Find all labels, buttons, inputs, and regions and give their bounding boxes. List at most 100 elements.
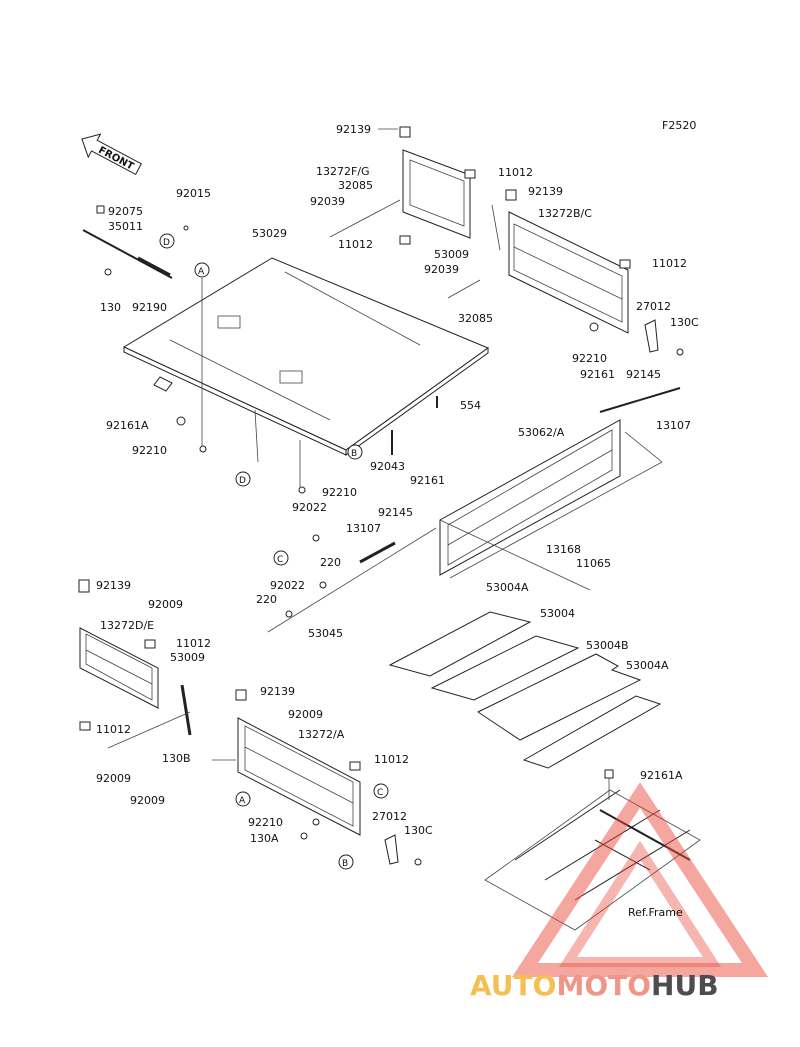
washer-icon (298, 486, 306, 494)
part-label: 13272/A (298, 728, 345, 741)
watermark-part-moto: MOTO (556, 969, 651, 1002)
part-label: 220 (320, 556, 341, 569)
svg-text:D: D (239, 476, 246, 486)
svg-text:C: C (277, 555, 283, 565)
part-label: 27012 (636, 300, 671, 313)
part-label: 130 (100, 301, 121, 314)
part-label: 130C (404, 824, 433, 837)
part-label: 92039 (310, 195, 345, 208)
side-rail-lower (212, 689, 422, 866)
part-label: 92139 (336, 123, 371, 136)
part-label: 53029 (252, 227, 287, 240)
ref-frame-label: Ref.Frame (628, 906, 683, 919)
part-label: 92145 (378, 506, 413, 519)
part-label: 53009 (170, 651, 205, 664)
part-label: 92009 (288, 708, 323, 721)
part-labels: 92139 13272F/G 32085 92039 11012 11012 9… (96, 123, 699, 919)
part-label: 92161A (106, 419, 149, 432)
part-label: 130A (250, 832, 279, 845)
svg-text:B: B (351, 449, 357, 459)
washer-icon (199, 445, 207, 453)
part-label: 13168 (546, 543, 581, 556)
rear-gate (439, 387, 681, 591)
part-label: 92075 (108, 205, 143, 218)
callout-c-2: C (373, 783, 389, 799)
part-label: 53004A (486, 581, 529, 594)
part-label: 11012 (176, 637, 211, 650)
part-label: 92161 (580, 368, 615, 381)
bolt-icon (183, 225, 189, 231)
part-label: 11012 (498, 166, 533, 179)
bed-mats (388, 611, 662, 769)
svg-text:D: D (163, 238, 170, 248)
front-arrow-icon: FRONT (81, 133, 142, 176)
callout-c-1: C (273, 550, 289, 566)
callout-b-2: B (338, 854, 354, 870)
front-label: FRONT (96, 145, 135, 173)
part-label: 92210 (248, 816, 283, 829)
washer-icon (589, 322, 599, 332)
deck-panel (122, 257, 490, 456)
part-label: 92039 (424, 263, 459, 276)
part-label: 11012 (96, 723, 131, 736)
svg-text:A: A (198, 267, 205, 277)
watermark-part-hub: HUB (651, 969, 719, 1002)
part-label: 13272D/E (100, 619, 154, 632)
nut-icon (176, 416, 186, 426)
part-label: 92009 (130, 794, 165, 807)
part-label: 13107 (656, 419, 691, 432)
bolt-icon (104, 268, 112, 276)
part-label: 53004 (540, 607, 575, 620)
svg-text:A: A (239, 796, 246, 806)
part-label: 92190 (132, 301, 167, 314)
callout-d-2: D (235, 471, 251, 487)
bolt-icon (676, 348, 684, 356)
side-rail-left (78, 579, 192, 749)
part-label: 130B (162, 752, 191, 765)
callout-b-1: B (347, 444, 363, 460)
part-label: 27012 (372, 810, 407, 823)
part-label: 53062/A (518, 426, 565, 439)
part-label: 220 (256, 593, 277, 606)
part-label: 92009 (96, 772, 131, 785)
part-label: 13272F/G (316, 165, 370, 178)
part-label: 92139 (528, 185, 563, 198)
part-label: 13107 (346, 522, 381, 535)
part-label: 92161 (410, 474, 445, 487)
part-label: 32085 (338, 179, 373, 192)
part-label: 11065 (576, 557, 611, 570)
watermark-logo: AUTOMOTOHUB (470, 782, 768, 1002)
callout-d-1: D (159, 233, 175, 249)
part-label: 11012 (374, 753, 409, 766)
part-label: 53009 (434, 248, 469, 261)
part-label: 554 (460, 399, 481, 412)
part-label: 92210 (132, 444, 167, 457)
svg-text:AUTOMOTOHUB: AUTOMOTOHUB (470, 969, 719, 1002)
part-label: 92022 (292, 501, 327, 514)
part-label: 11012 (338, 238, 373, 251)
front-rail-upper (329, 126, 501, 251)
part-label: 92015 (176, 187, 211, 200)
part-label: 92139 (96, 579, 131, 592)
part-label: 53004A (626, 659, 669, 672)
part-label: 92145 (626, 368, 661, 381)
part-label: 11012 (652, 257, 687, 270)
callout-a-1: A (194, 262, 210, 278)
part-label: 92043 (370, 460, 405, 473)
part-label: 92009 (148, 598, 183, 611)
part-label: 53045 (308, 627, 343, 640)
part-label: 130C (670, 316, 699, 329)
svg-text:B: B (342, 859, 348, 869)
frame-reference (484, 769, 701, 931)
part-label: 92161A (640, 769, 683, 782)
part-label: 35011 (108, 220, 143, 233)
part-label: 92210 (572, 352, 607, 365)
svg-text:C: C (377, 788, 383, 798)
watermark-part-auto: AUTO (470, 969, 556, 1002)
latch-bar (82, 229, 173, 279)
figure-code: F2520 (662, 119, 696, 132)
part-label: 92210 (322, 486, 357, 499)
part-label: 92022 (270, 579, 305, 592)
side-rail-right (447, 189, 684, 356)
